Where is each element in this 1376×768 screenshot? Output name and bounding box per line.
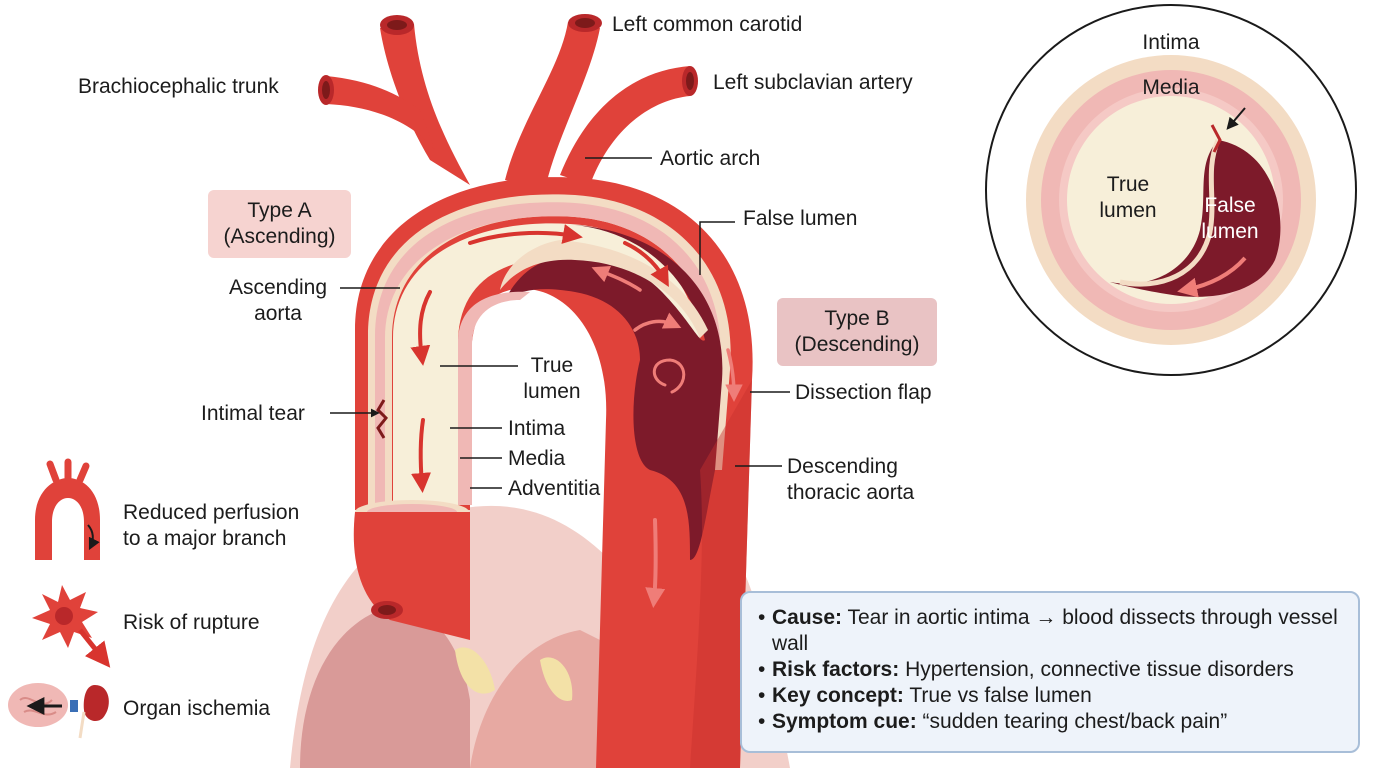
true-lumen-line-1: True xyxy=(530,354,574,377)
cross-media-label: Media xyxy=(1142,76,1200,99)
branch-vessels xyxy=(318,14,698,190)
fact-concept-text: True vs false lumen xyxy=(909,684,1092,707)
type-b-title: Type B xyxy=(824,307,890,330)
type-a-subtitle: (Ascending) xyxy=(223,225,336,248)
consequence-perfusion: Reduced perfusion to a major branch xyxy=(123,500,299,552)
left-subclavian-label: Left subclavian artery xyxy=(713,71,913,94)
leader-lines xyxy=(330,157,790,489)
fact-concept-term: Key concept: xyxy=(772,684,904,707)
fact-cause-text: Tear in aortic intima → blood dissects t… xyxy=(772,606,1338,655)
cross-false-lumen-line-2: lumen xyxy=(1201,220,1259,243)
perfusion-line-2: to a major branch xyxy=(123,527,287,550)
rupture-burst-icon xyxy=(32,585,111,668)
type-a-title: Type A xyxy=(247,199,312,222)
cross-intima-label: Intima xyxy=(1142,31,1200,54)
false-lumen-label: False lumen xyxy=(743,207,858,230)
rupture-line-1: Risk of rupture xyxy=(123,611,260,634)
cross-true-lumen-line-2: lumen xyxy=(1099,199,1157,222)
brachiocephalic-label: Brachiocephalic trunk xyxy=(78,75,279,98)
cross-false-lumen-line-1: False xyxy=(1204,194,1256,217)
cross-section-inset xyxy=(985,4,1357,376)
fact-symptom-text: “sudden tearing chest/back pain” xyxy=(922,710,1228,733)
adventitia-label: Adventitia xyxy=(508,477,601,500)
aortic-arch-icon xyxy=(35,458,100,560)
true-lumen-line-2: lumen xyxy=(523,380,581,403)
type-b-badge: Type B (Descending) xyxy=(777,298,937,366)
key-facts-list: Cause: Tear in aortic intima → blood dis… xyxy=(758,605,1344,735)
fact-cause: Cause: Tear in aortic intima → blood dis… xyxy=(758,605,1344,657)
brain-kidney-icon xyxy=(8,683,109,739)
fact-risk-factors: Risk factors: Hypertension, connective t… xyxy=(758,657,1344,683)
fact-key-concept: Key concept: True vs false lumen xyxy=(758,683,1344,709)
fact-risk-text: Hypertension, connective tissue disorder… xyxy=(905,658,1294,681)
left-common-carotid-label: Left common carotid xyxy=(612,13,803,36)
consequence-ischemia: Organ ischemia xyxy=(123,696,270,722)
perfusion-line-1: Reduced perfusion xyxy=(123,501,300,524)
cross-true-lumen-label: True lumen xyxy=(1088,172,1168,224)
intimal-tear-label: Intimal tear xyxy=(201,402,305,425)
dissection-flap-label: Dissection flap xyxy=(795,381,932,404)
cross-true-lumen-line-1: True xyxy=(1106,173,1150,196)
fact-cause-term: Cause: xyxy=(772,606,843,629)
descending-aorta-line-2: thoracic aorta xyxy=(787,481,915,504)
type-a-badge: Type A (Ascending) xyxy=(208,190,351,258)
aorta xyxy=(353,177,753,768)
media-label: Media xyxy=(508,447,566,470)
consequence-rupture: Risk of rupture xyxy=(123,610,260,636)
cross-false-lumen-label: False lumen xyxy=(1190,193,1270,245)
fact-symptom-cue: Symptom cue: “sudden tearing chest/back … xyxy=(758,709,1344,735)
descending-aorta-line-1: Descending xyxy=(787,455,898,478)
flow-arrows xyxy=(410,224,743,608)
type-b-subtitle: (Descending) xyxy=(794,333,920,356)
aortic-arch-label: Aortic arch xyxy=(660,147,761,170)
key-facts-box: Cause: Tear in aortic intima → blood dis… xyxy=(740,591,1360,753)
ischemia-line-1: Organ ischemia xyxy=(123,697,271,720)
ascending-aorta-line-2: aorta xyxy=(254,302,302,325)
ascending-aorta-line-1: Ascending xyxy=(228,276,328,299)
descending-aorta-label: Descending thoracic aorta xyxy=(787,454,914,506)
fact-risk-term: Risk factors: xyxy=(772,658,900,681)
intima-label: Intima xyxy=(508,417,566,440)
true-lumen-label: True lumen xyxy=(520,353,584,405)
ascending-aorta-label: Ascending aorta xyxy=(218,275,338,327)
fact-symptom-term: Symptom cue: xyxy=(772,710,917,733)
